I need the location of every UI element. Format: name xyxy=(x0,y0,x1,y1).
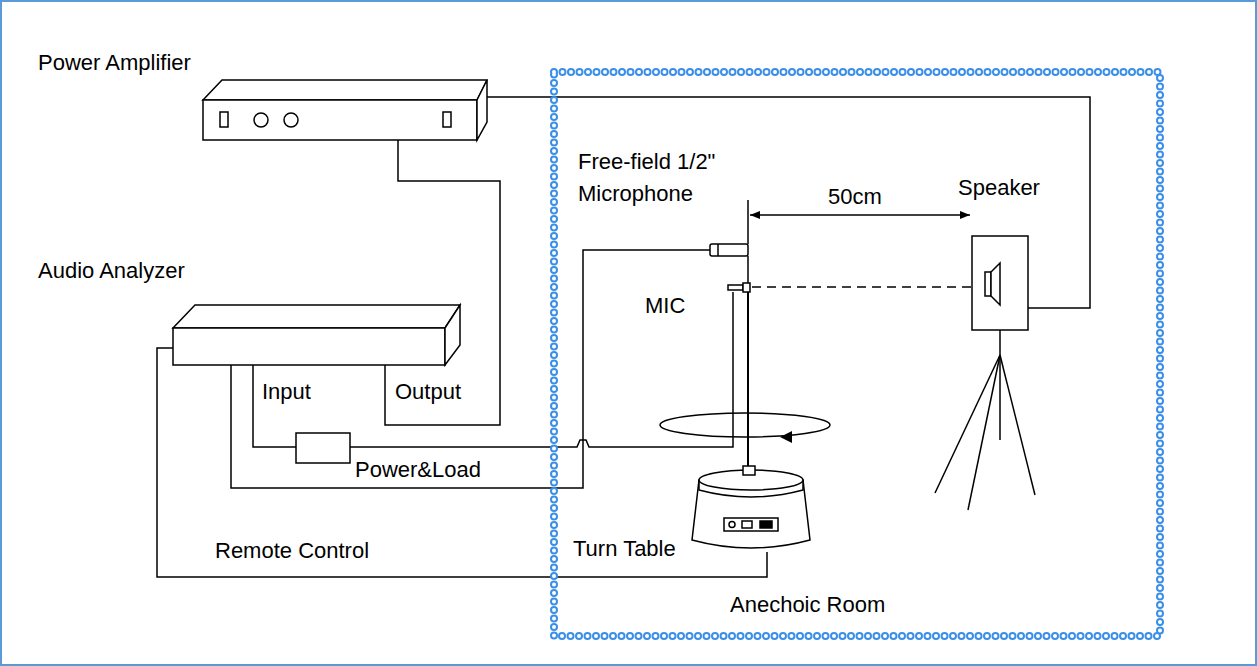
box-top xyxy=(173,305,460,328)
room-border-beads xyxy=(554,72,1160,636)
node-outline xyxy=(203,80,487,140)
box-front xyxy=(203,100,477,140)
tripod-leg xyxy=(1000,355,1035,495)
panel-knob xyxy=(729,522,735,528)
room-border-beads xyxy=(554,72,1160,636)
microphone-head xyxy=(743,283,750,292)
node-label: Power Amplifier xyxy=(38,47,191,79)
tripod-post xyxy=(999,330,1001,355)
node-outline xyxy=(728,283,750,292)
node-outline xyxy=(690,462,812,552)
node-label: Speaker xyxy=(958,172,1040,204)
mic-under-test: MIC xyxy=(728,283,750,292)
node-label: Audio Analyzer xyxy=(38,255,185,287)
rotation-ellipse xyxy=(660,413,830,437)
cable-connector xyxy=(253,365,296,447)
axis-dashed-line xyxy=(752,286,972,288)
box-top xyxy=(203,80,487,100)
driver-cone xyxy=(991,263,1000,305)
cable-connector xyxy=(487,97,1090,308)
tripod-leg xyxy=(999,355,1001,440)
tripod-leg xyxy=(968,355,1000,510)
port-label: Output xyxy=(395,376,461,408)
dimension-line xyxy=(750,214,970,216)
box-side xyxy=(445,305,460,365)
switch-symbol xyxy=(220,112,228,127)
node-outline xyxy=(972,236,1028,330)
power-amplifier: Power Amplifier xyxy=(203,80,487,140)
speaker-box: Speaker xyxy=(972,236,1028,330)
microphone-body xyxy=(728,285,743,290)
speaker-cabinet xyxy=(972,236,1028,330)
node-outline xyxy=(173,305,460,365)
rotation-arrow xyxy=(780,431,792,443)
tripod-leg xyxy=(935,355,1000,493)
node-label: Turn Table xyxy=(573,533,676,565)
cable-connector xyxy=(157,348,767,577)
power-load-box: Power&Load xyxy=(296,433,350,463)
node-label: Anechoic Room xyxy=(730,589,885,621)
connection-label: Remote Control xyxy=(215,535,369,567)
turn-table: Turn Table xyxy=(690,462,812,552)
dimension-extension xyxy=(747,256,749,283)
node-label: Free-field 1/2" Microphone xyxy=(578,146,750,210)
node-label: MIC xyxy=(645,290,685,322)
box-outline xyxy=(296,433,350,463)
stand-nut xyxy=(743,466,755,475)
node-label: Power&Load xyxy=(355,454,481,486)
free-field-microphone: Free-field 1/2" Microphone xyxy=(710,244,748,256)
cable-connector xyxy=(231,250,710,488)
mic-stand xyxy=(747,292,749,466)
audio-analyzer: Audio Analyzer xyxy=(173,305,460,365)
dimension-extension xyxy=(747,200,749,244)
switch-symbol xyxy=(443,112,451,127)
node-outline xyxy=(296,433,350,463)
knob-symbol xyxy=(284,113,298,127)
box-side xyxy=(477,80,487,140)
port-label: Input xyxy=(262,376,311,408)
control-panel xyxy=(724,518,778,531)
box-front xyxy=(173,328,445,365)
panel-switch xyxy=(742,521,752,528)
cable-connector xyxy=(385,140,500,425)
anechoic-room: Free-field 1/2" MicrophoneSpeakerMICTurn… xyxy=(550,68,1164,640)
node-outline xyxy=(710,244,748,256)
driver-magnet xyxy=(985,272,991,296)
microphone-body xyxy=(710,244,748,256)
panel-port xyxy=(760,521,772,528)
knob-symbol xyxy=(254,113,268,127)
dimension-label: 50cm xyxy=(828,181,882,213)
microphone-ring xyxy=(717,244,719,256)
